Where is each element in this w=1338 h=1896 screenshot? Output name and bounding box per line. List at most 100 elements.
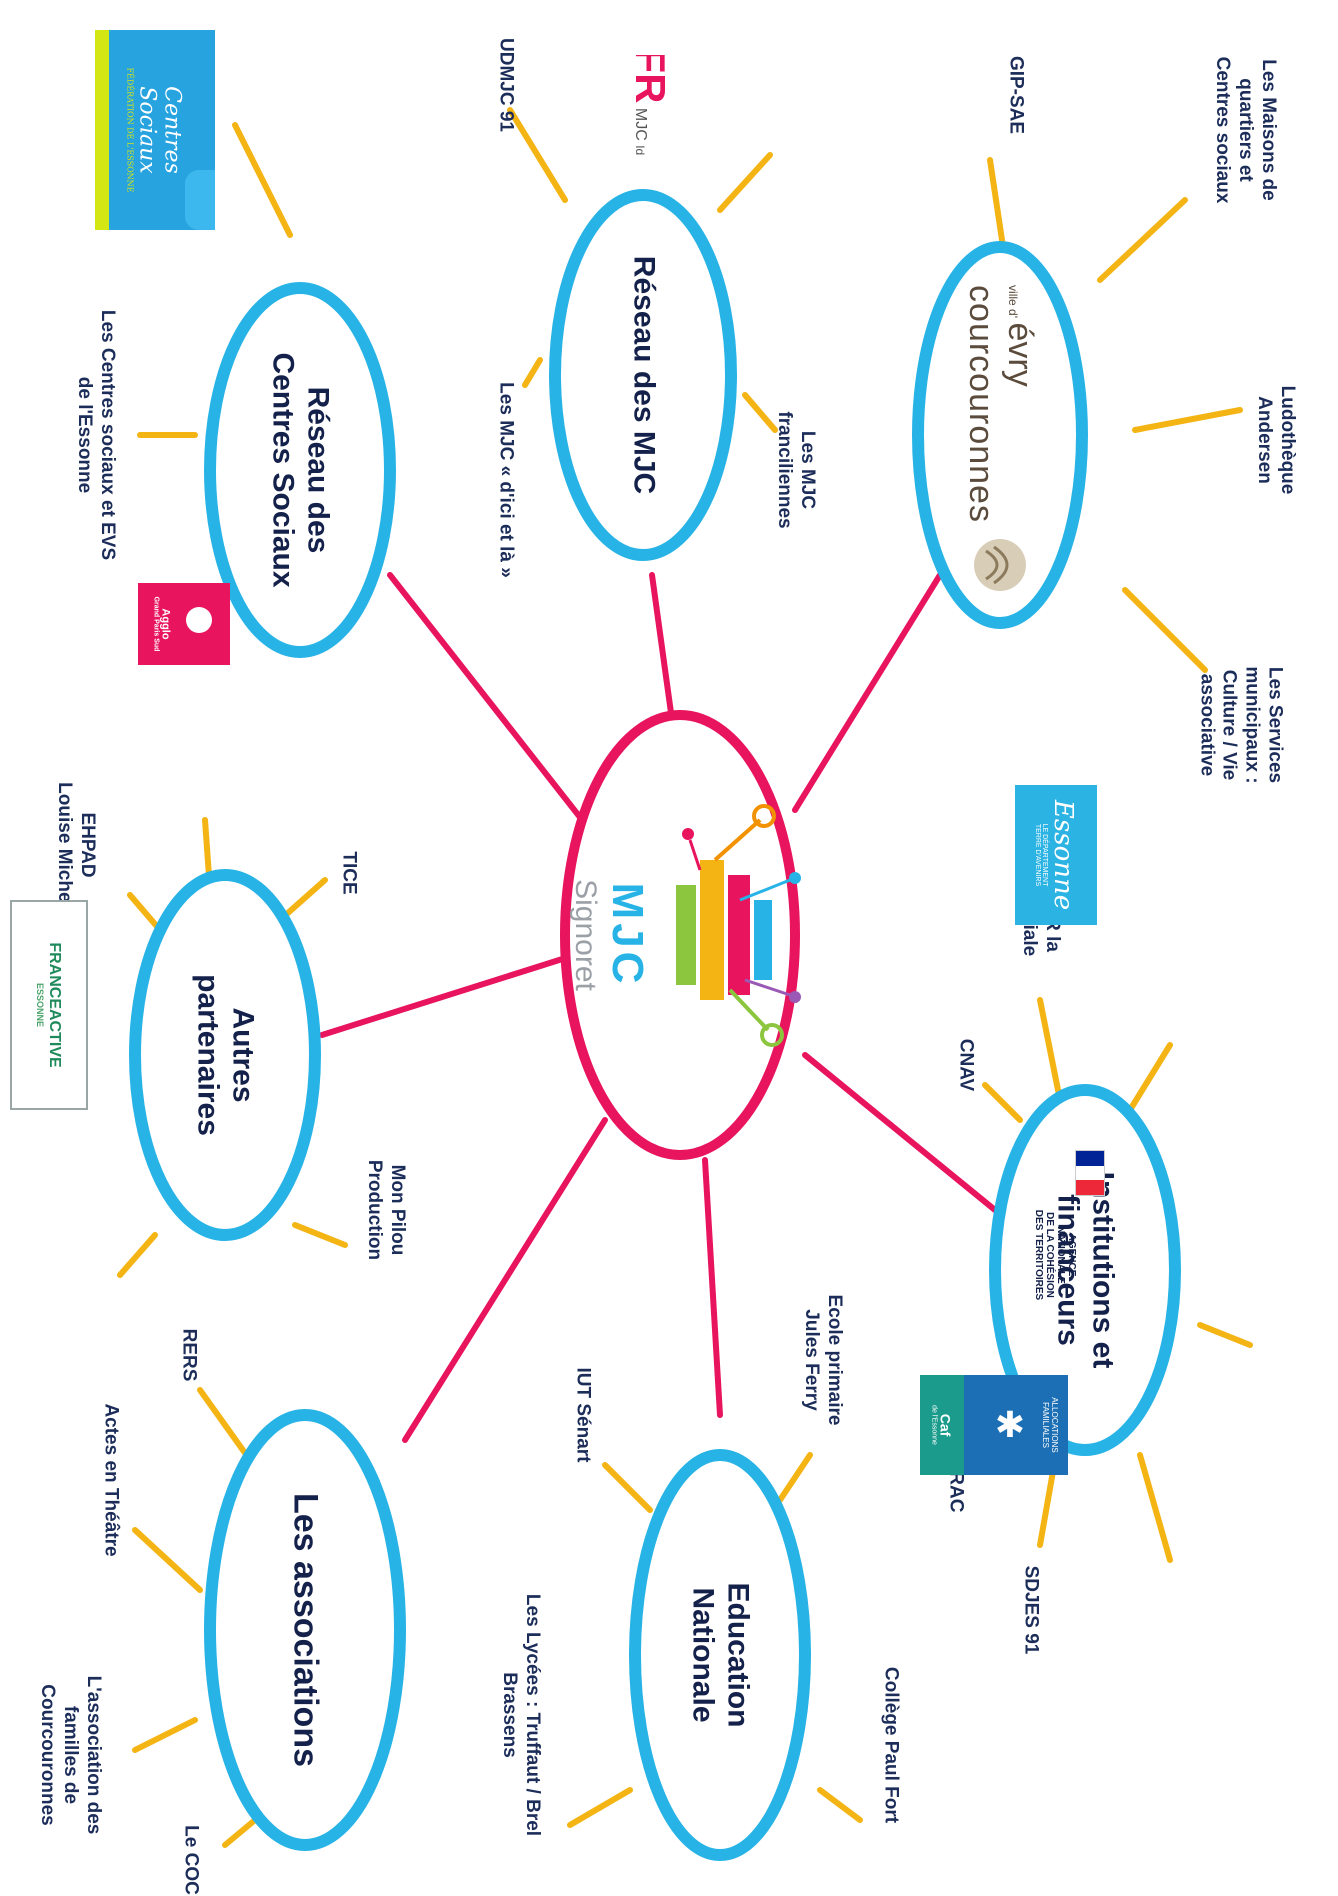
logo-line: DES TERRITOIRES xyxy=(1033,1209,1044,1300)
logo-line: FAMILIALES xyxy=(1041,1402,1050,1448)
caf-star-icon: ✱ xyxy=(994,1404,1026,1445)
sat-line: SDJES 91 xyxy=(1020,1565,1042,1655)
sat-centres-essonne: Les Centres sociaux et EVS de l'Essonne xyxy=(72,310,118,560)
ray xyxy=(132,1527,203,1593)
hub-education-label: Education Nationale xyxy=(686,1582,755,1727)
sat-familles-courcouronnes: L'association des familles de Courcouron… xyxy=(36,1675,105,1835)
logo-line: ALLOCATIONS xyxy=(1050,1397,1059,1453)
sat-line: Le COC xyxy=(180,1825,202,1895)
logo-line: Essonne xyxy=(1048,799,1078,911)
anct-logo: AGENCE NATIONALE DE LA COHÉSION DES TERR… xyxy=(1005,1140,1105,1325)
connector-mjc xyxy=(649,572,675,723)
sat-line: Les Services xyxy=(1264,666,1286,784)
sat-line: associative xyxy=(1196,673,1218,777)
hub-centres-line2: Centres Sociaux xyxy=(267,352,300,588)
connector-centres xyxy=(387,572,593,833)
sat-line: franciliennes xyxy=(774,411,795,529)
hub-centres-label: Réseau des Centres Sociaux xyxy=(266,352,335,587)
sat-line: Louise Michel xyxy=(54,782,75,908)
sat-line: CNAV xyxy=(955,1038,977,1092)
logo-line: Caf xyxy=(937,1413,954,1437)
sat-line: L'association des xyxy=(83,1675,105,1835)
center-label: MJC Signoret xyxy=(568,879,652,991)
sat-line: Mon Pilou xyxy=(386,1164,408,1256)
hub-education-ellipse xyxy=(629,1449,811,1861)
sat-line: Jules Ferry xyxy=(801,1309,822,1411)
ray xyxy=(982,1082,1023,1123)
puzzle-piece-icon xyxy=(185,170,215,230)
essonne-logo: Essonne LE DÉPARTEMENT TERRE D'AVENIRS xyxy=(1015,785,1097,925)
mjc-signoret-logo-graphic xyxy=(676,804,801,1047)
hub-education-line2: Nationale xyxy=(687,1587,720,1723)
evry-sub: courcouronnes xyxy=(962,285,1000,523)
logo-line: ESSONNE xyxy=(35,982,45,1027)
hub-autres-line2: partenaires xyxy=(192,974,225,1136)
logo-letters: FR xyxy=(627,55,674,104)
sat-line: Collège Paul Fort xyxy=(880,1666,902,1824)
sat-tice: TICE xyxy=(337,851,360,895)
ray xyxy=(132,1717,198,1753)
sat-line: Ludothèque xyxy=(1276,385,1298,495)
sat-udmjc91: UDMJC 91 xyxy=(494,38,517,132)
logo-line: AGENCE xyxy=(1066,1233,1077,1277)
ray xyxy=(222,1817,258,1848)
sat-le-coc: Le COC xyxy=(179,1825,202,1895)
sat-ecole-jules-ferry: Ecole primaire Jules Ferry xyxy=(799,1295,845,1426)
sat-services-municipaux: Les Services municipaux : Culture / Vie … xyxy=(1194,666,1285,783)
hub-evry-ellipse xyxy=(912,241,1088,629)
mjc-idf-logo: FR MJC IdF xyxy=(610,55,690,155)
centres-sociaux-logo: Centres Sociaux FÉDÉRATION DE L'ESSONNE xyxy=(95,30,215,230)
evry-title: évry xyxy=(1001,322,1039,387)
ray xyxy=(567,1787,633,1828)
hub-mjc-ellipse xyxy=(549,189,737,561)
sat-line: Brassens xyxy=(499,1672,520,1758)
hub-associations-label: Les associations xyxy=(285,1493,325,1767)
logo-line: NATIONALE xyxy=(1055,1225,1066,1284)
logo-line: Grand Paris Sud xyxy=(152,596,160,652)
hub-associations-ellipse xyxy=(204,1409,406,1851)
ray xyxy=(602,1462,653,1513)
logo-line: LE DÉPARTEMENT xyxy=(1041,823,1048,887)
center-title: MJC xyxy=(603,882,652,988)
agglo-icon xyxy=(186,607,212,633)
ray xyxy=(292,1222,348,1248)
sat-maisons-quartiers: Les Maisons de quartiers et Centres soci… xyxy=(1211,56,1280,204)
ray xyxy=(522,357,543,388)
sat-rers: RERS xyxy=(177,1329,199,1382)
connector-autres xyxy=(319,952,578,1038)
ray xyxy=(127,892,163,933)
sat-line: UDMJC 91 xyxy=(495,38,517,132)
sat-line: Centres sociaux xyxy=(1212,56,1234,204)
sat-line: Actes en Théâtre xyxy=(100,1403,122,1557)
logo-line: Centres xyxy=(159,86,185,174)
ray xyxy=(1037,997,1063,1103)
evry-small: ville d' xyxy=(1006,285,1020,319)
evry-emblem-icon xyxy=(974,538,1026,591)
connector-education xyxy=(702,1157,723,1418)
caf-band xyxy=(920,1375,964,1475)
logo-stripe xyxy=(95,30,109,230)
ray xyxy=(507,107,568,203)
ray xyxy=(1097,197,1188,283)
sat-line: Les MJC « d'ici et là » xyxy=(495,382,517,578)
sat-line: GIP-SAE xyxy=(1005,55,1027,135)
sat-actes-theatre: Actes en Théâtre xyxy=(99,1403,122,1557)
ray xyxy=(197,1387,253,1463)
logo-line: DE LA COHÉSION xyxy=(1044,1211,1055,1298)
connector-evry xyxy=(792,572,943,813)
sat-line: TICE xyxy=(338,851,360,895)
hub-mjc-label: Réseau des MJC xyxy=(626,256,660,494)
ray xyxy=(777,1452,813,1503)
logo-line: MJC xyxy=(632,107,649,141)
sat-iut-senart: IUT Sénart xyxy=(571,1367,593,1462)
hub-centres-ellipse xyxy=(204,282,396,658)
center-subtitle: Signoret xyxy=(569,879,602,991)
sat-line: Ecole primaire xyxy=(823,1294,845,1426)
ray xyxy=(1132,407,1243,433)
caf-logo: ✱ ALLOCATIONS FAMILIALES Caf de l'Essonn… xyxy=(920,1375,1068,1475)
ray xyxy=(1197,1322,1253,1348)
connector-institutions xyxy=(802,1052,998,1213)
sat-mjc-franciliennes: Les MJC franciliennes xyxy=(772,411,818,528)
